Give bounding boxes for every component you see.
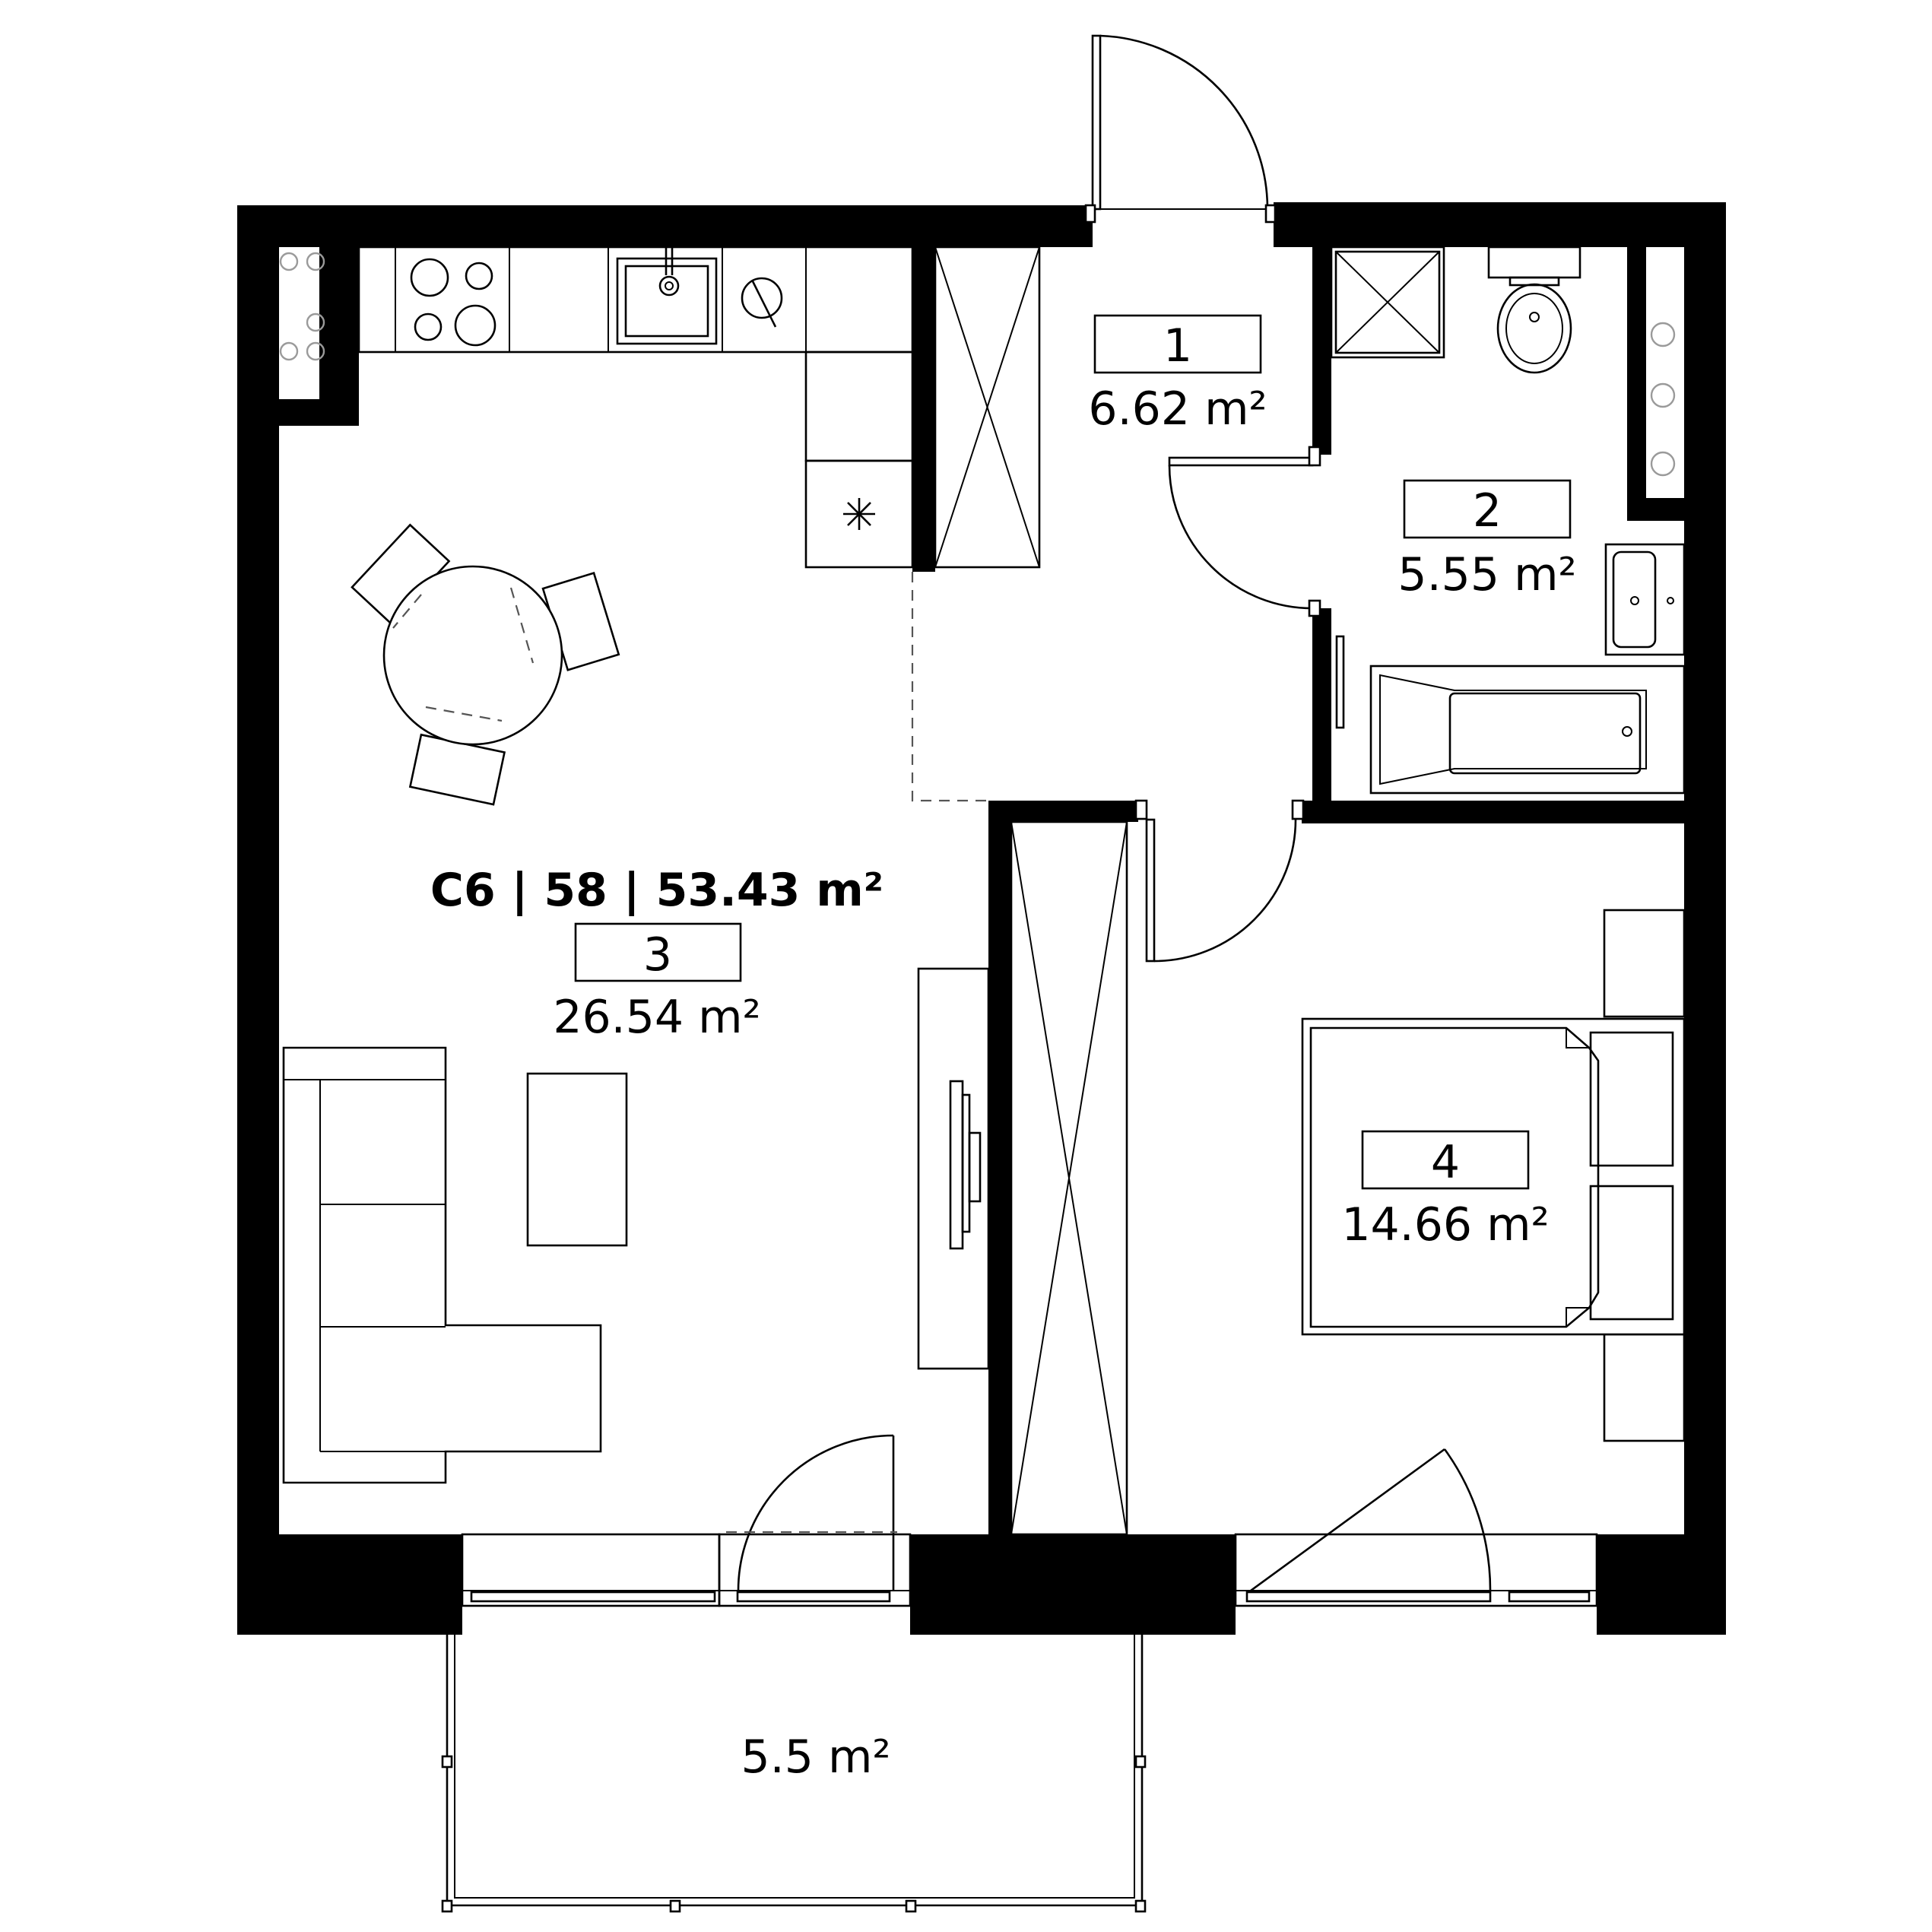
wall-top-right xyxy=(1274,202,1726,247)
hall-closet xyxy=(934,246,1041,569)
cooktop-icon xyxy=(410,258,496,347)
bathtub-icon xyxy=(1369,665,1686,795)
kitchen-counter xyxy=(357,246,914,569)
room-2-number: 2 xyxy=(1473,484,1502,538)
room-4-number: 4 xyxy=(1431,1136,1460,1189)
coffee-table xyxy=(526,1072,628,1247)
wall-bathroom-left-lower xyxy=(1312,608,1331,807)
room-1-number-box xyxy=(1093,314,1262,374)
bedroom-balcony-door-leaf xyxy=(1250,1448,1445,1592)
entrance-door-leaf xyxy=(1091,34,1102,211)
dishwasher-icon xyxy=(741,277,783,328)
wardrobe xyxy=(1010,820,1128,1536)
chair-bottom xyxy=(408,733,506,806)
walls xyxy=(237,202,1726,1635)
tv-cabinet xyxy=(917,967,990,1370)
room-1-area: 6.62 m² xyxy=(1088,382,1267,436)
wall-right xyxy=(1684,202,1726,1635)
room-3-number: 3 xyxy=(643,928,672,982)
fridge-icon xyxy=(843,498,875,530)
balcony-area: 5.5 m² xyxy=(741,1731,891,1784)
bedroom-door-leaf xyxy=(1145,818,1156,963)
bathroom-sink-icon xyxy=(1604,543,1686,656)
apartment-header: C6 | 58 | 53.43 m² xyxy=(430,864,884,917)
balcony-door-swing-arc xyxy=(737,1434,894,1591)
toilet-icon xyxy=(1487,246,1581,374)
wall-bottom-left-pier xyxy=(237,1534,462,1635)
room-2-area: 5.55 m² xyxy=(1397,548,1576,601)
room-4-area: 14.66 m² xyxy=(1341,1198,1549,1252)
riser-pipes-icon xyxy=(1650,322,1676,477)
bedroom-door[interactable] xyxy=(1134,799,1305,963)
wall-left xyxy=(237,205,279,1635)
room-4-number-box xyxy=(1361,1130,1530,1190)
wall-duct-vertical xyxy=(319,243,359,426)
bed xyxy=(1301,1017,1686,1336)
sink-icon xyxy=(616,245,718,345)
bathroom-door-leaf xyxy=(1168,456,1314,467)
washing-machine-icon xyxy=(1330,246,1445,359)
entrance-door-swing-arc xyxy=(1099,34,1269,210)
wall-bathroom-left-upper xyxy=(1312,243,1331,455)
wall-wardrobe-left xyxy=(988,801,1011,1534)
entrance-door[interactable] xyxy=(1084,34,1277,224)
wall-bathroom-riser-horizontal xyxy=(1627,498,1688,521)
balcony-door[interactable] xyxy=(718,1434,912,1607)
room-3-label: C6 | 58 | 53.43 m² 3 26.54 m² xyxy=(430,864,884,1044)
room-2-number-box xyxy=(1403,479,1572,539)
pillow-top xyxy=(1589,1031,1674,1167)
wall-top-left xyxy=(237,205,1093,247)
wall-bottom-right-pier xyxy=(1597,1534,1726,1635)
wall-kitchen-partition xyxy=(912,243,935,572)
towel-rail-icon xyxy=(1335,635,1345,729)
wall-bathroom-bottom xyxy=(1302,801,1726,823)
bathroom-door-swing-arc xyxy=(1168,465,1313,610)
pillow-bottom xyxy=(1589,1185,1674,1321)
bathroom-door[interactable] xyxy=(1168,446,1321,617)
bedroom-door-swing-arc xyxy=(1153,819,1297,963)
dining-table xyxy=(351,523,620,806)
room-2-label: 2 5.55 m² xyxy=(1397,479,1577,601)
dining-table-top xyxy=(382,565,563,746)
sofa xyxy=(282,1046,602,1484)
room-1-number: 1 xyxy=(1163,319,1192,373)
room-4-label: 4 14.66 m² xyxy=(1341,1130,1550,1252)
zone-boundary-dashed xyxy=(911,572,988,802)
balcony xyxy=(441,1635,1147,1913)
nightstand-bottom xyxy=(1603,1333,1686,1442)
bedroom-balcony-door-swing-arc xyxy=(1443,1448,1492,1591)
wall-bottom-middle-pier xyxy=(910,1534,1236,1635)
nightstand-top xyxy=(1603,909,1686,1018)
tv-icon xyxy=(949,1080,982,1250)
wall-duct-horizontal xyxy=(274,399,359,426)
wall-bathroom-riser-vertical xyxy=(1627,243,1646,521)
room-3-area: 26.54 m² xyxy=(553,991,760,1044)
ventilation-duct-icon xyxy=(279,252,325,361)
bedroom-balcony-door[interactable] xyxy=(1234,1448,1598,1607)
room-1-label: 1 6.62 m² xyxy=(1088,314,1267,436)
living-window xyxy=(461,1533,721,1607)
wall-wardrobe-top xyxy=(988,801,1138,822)
room-3-number-box xyxy=(574,922,742,982)
